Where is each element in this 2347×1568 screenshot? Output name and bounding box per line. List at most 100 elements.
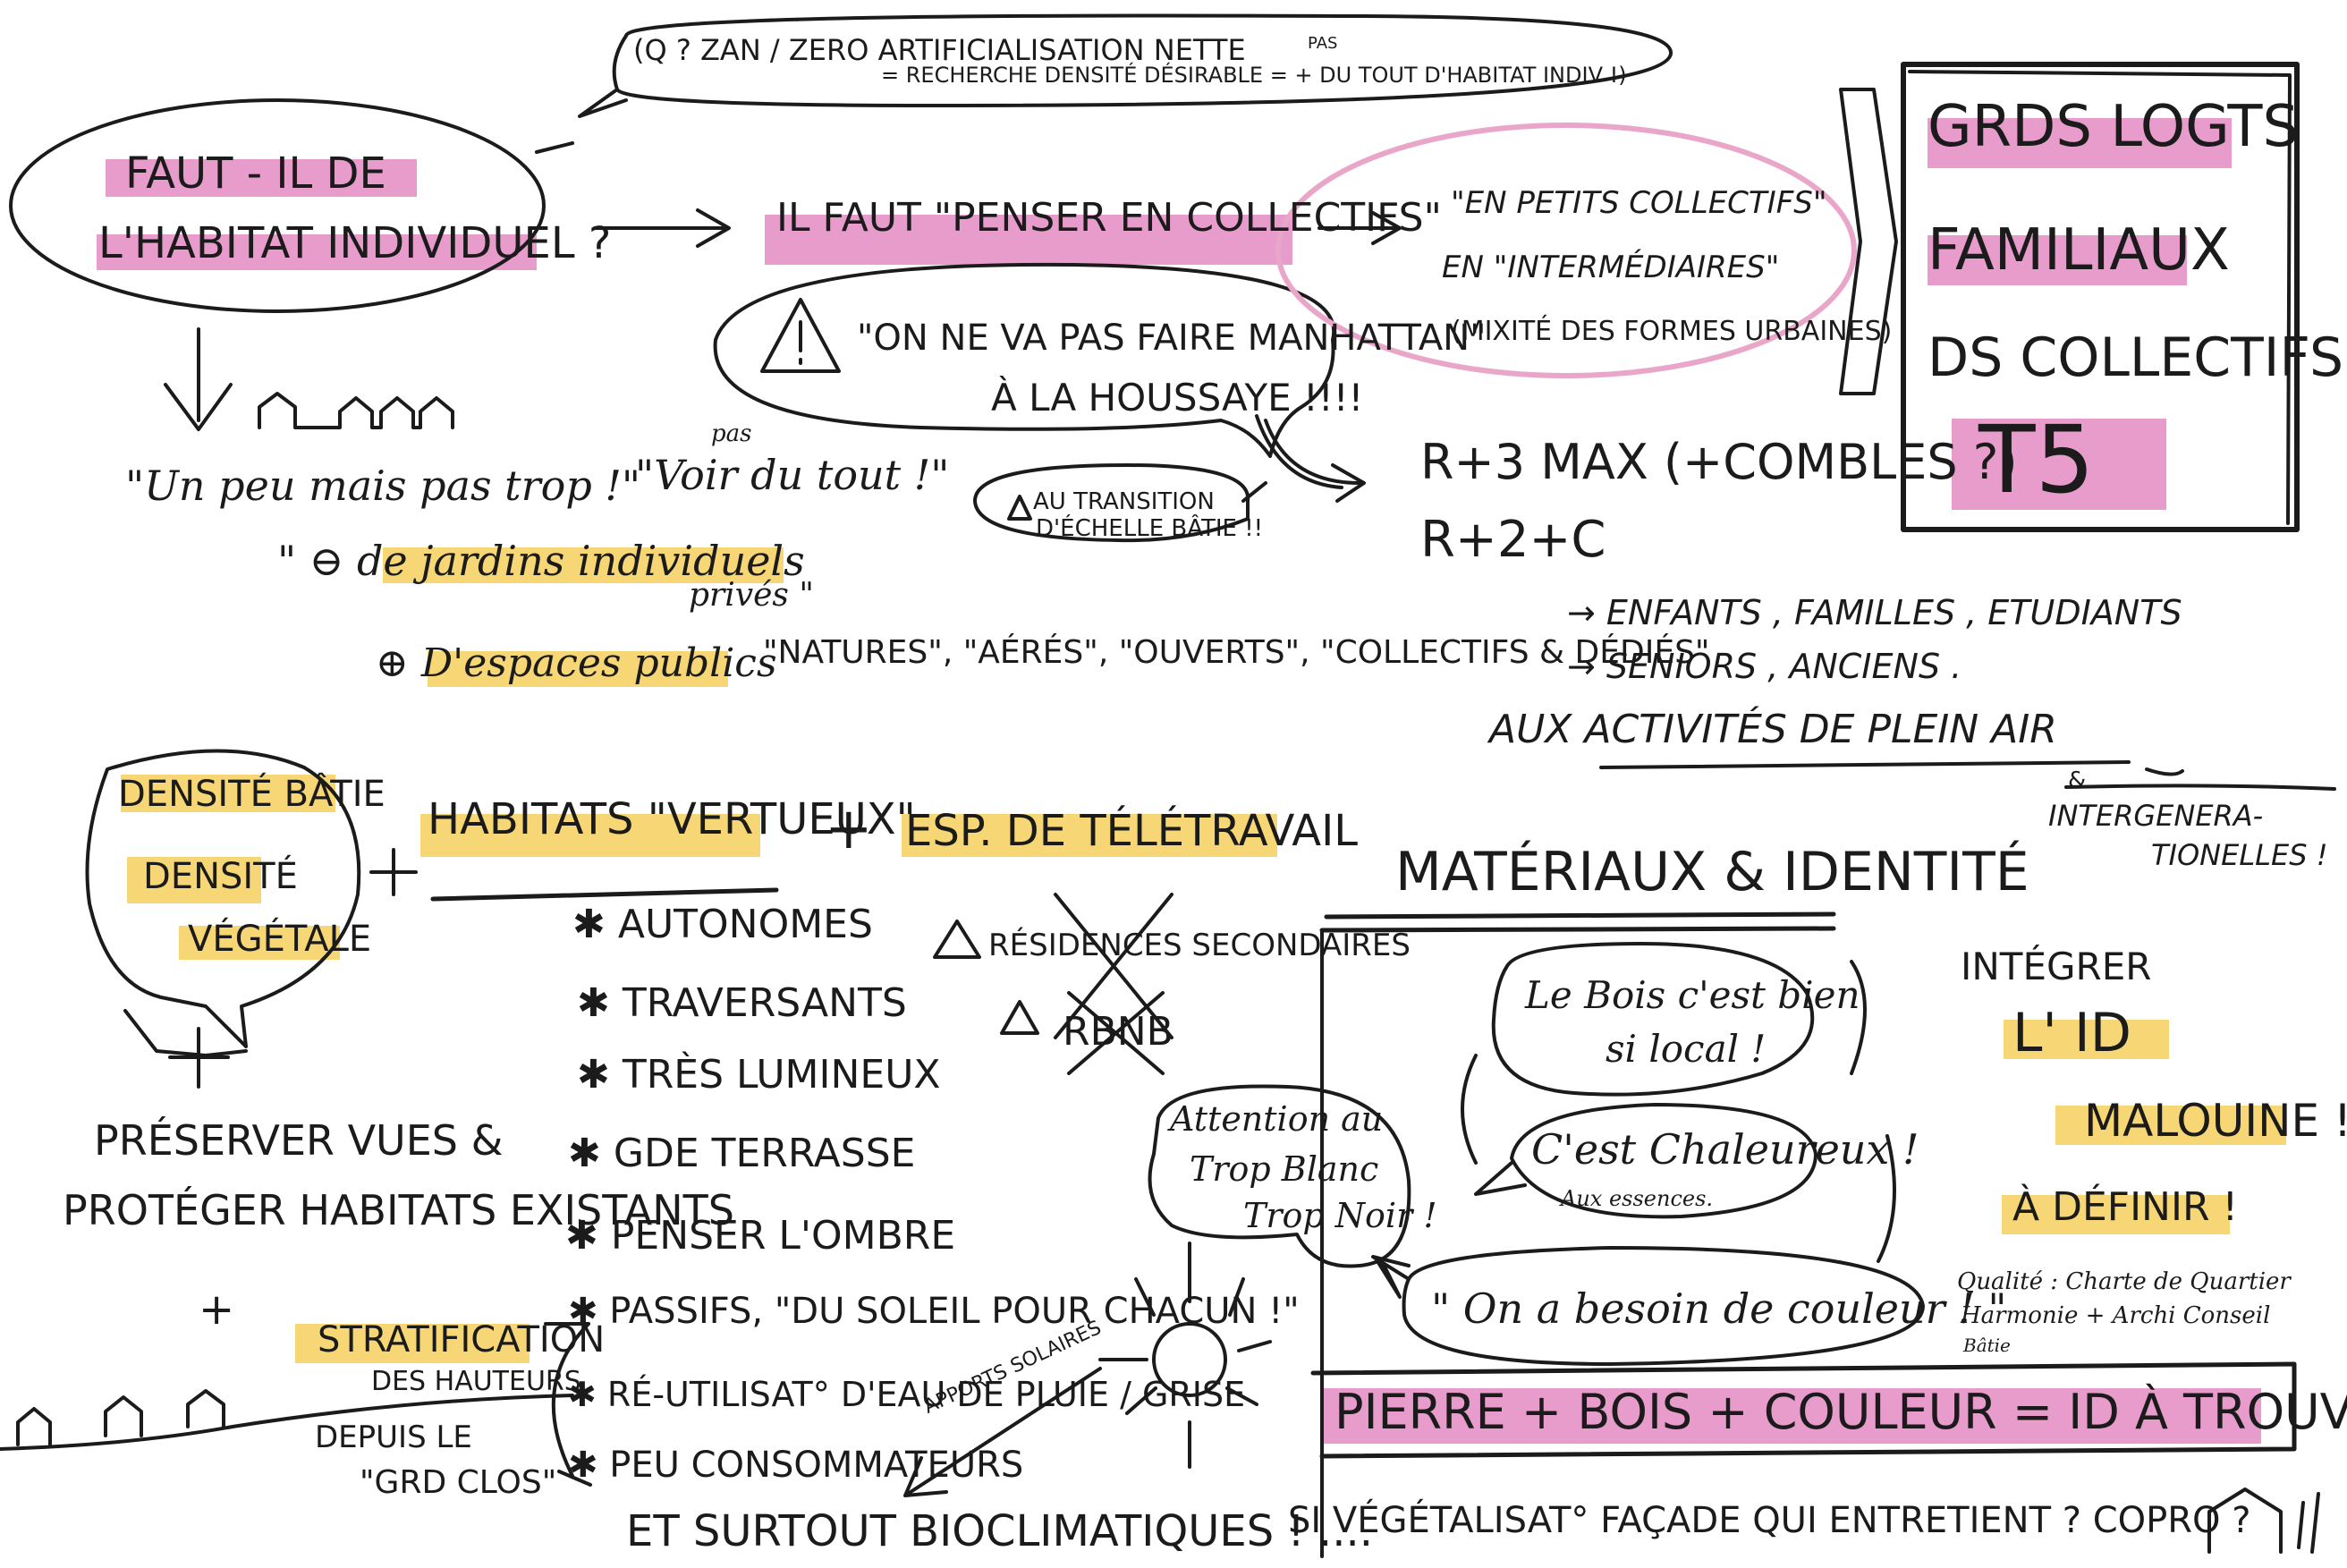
bullet-3: ✱ TRÈS LUMINEUX — [577, 1052, 941, 1098]
highlight-grds — [1928, 118, 2232, 168]
warning-bubble — [973, 463, 1267, 543]
materiaux-underline — [1319, 911, 1836, 933]
voir-pas: pas — [711, 420, 752, 447]
plein-air: AUX ACTIVITÉS DE PLEIN AIR — [1489, 707, 2057, 752]
un-peu-quote: "Un peu mais pas trop !" — [125, 462, 641, 510]
densite: DENSITÉ — [143, 856, 298, 897]
intergen-line-1: INTERGENERA- — [2048, 799, 2264, 833]
bois-bubble — [1491, 942, 1867, 1097]
des-hauteurs: DES HAUTEURS — [371, 1366, 581, 1397]
mixite-formes: (MIXITÉ DES FORMES URBAINES) — [1451, 316, 1893, 347]
penser-collectifs: IL FAUT "PENSER EN COLLECTIFS" — [776, 195, 1442, 241]
densite-batie: DENSITÉ BÂTIE — [118, 774, 386, 815]
transition-line-2: D'ÉCHELLE BÂTIE !! — [1036, 515, 1264, 542]
natures-list: "NATURES", "AÉRÉS", "OUVERTS", "COLLECTI… — [763, 634, 1710, 671]
id-label: L' ID — [2012, 1002, 2131, 1064]
intergen-line-2: TIONELLES ! — [2151, 838, 2328, 872]
voir-du-tout-quote: "Voir du tout !" — [635, 451, 950, 499]
highlight-vegetale — [179, 926, 340, 960]
arrow-down-left — [164, 327, 233, 431]
teletravail: ESP. DE TÉLÉTRAVAIL — [905, 806, 1359, 856]
grds-logts-line-2: FAMILIAUX — [1928, 217, 2230, 284]
vegetale: VÉGÉTALE — [188, 919, 372, 960]
enfants-familles: → ENFANTS , FAMILLES , ETUDIANTS — [1567, 593, 2182, 632]
highlight-densite-batie — [121, 775, 335, 812]
integrer: INTÉGRER — [1961, 945, 2152, 988]
highlight-jardins — [383, 547, 784, 583]
bullet-2: ✱ TRAVERSANTS — [577, 980, 907, 1026]
preserver-line-2: PROTÉGER HABITATS EXISTANTS — [63, 1186, 734, 1234]
big-arrow-right — [1839, 88, 1898, 395]
attention-line-1: Attention au — [1170, 1099, 1384, 1139]
pierre-bois-couleur: PIERRE + BOIS + COULEUR = ID À TROUVER ! — [1334, 1384, 2347, 1440]
houses-sketch-bottom — [0, 1389, 574, 1451]
bois-line-2: si local ! — [1606, 1027, 1767, 1071]
qualite-line-2: Harmonie + Archi Conseil — [1961, 1302, 2271, 1329]
highlight-teletravail — [902, 814, 1277, 857]
house-sketch-corner — [2207, 1487, 2320, 1554]
chaleureux: C'est Chaleureux ! — [1531, 1125, 1919, 1174]
bois-line-1: Le Bois c'est bien — [1525, 973, 1860, 1017]
depuis-le: DEPUIS LE — [315, 1420, 472, 1455]
r3-max: R+3 MAX (+COMBLES ?) — [1420, 434, 2018, 490]
preserver-line-1: PRÉSERVER VUES & — [94, 1116, 504, 1165]
bracket-plus — [168, 1027, 230, 1089]
question-line-2: = RECHERCHE DENSITÉ DÉSIRABLE = + DU TOU… — [881, 63, 1627, 88]
pink-circle — [1275, 123, 1857, 378]
warning-icon-main — [760, 298, 841, 373]
chaleureux-bubble — [1474, 1103, 1817, 1219]
highlight-id — [2004, 1020, 2169, 1059]
arrow-to-collectifs — [593, 208, 731, 248]
plus-left: + — [199, 1284, 235, 1335]
t5-label: T5 — [1978, 405, 2095, 514]
highlight-habitats — [420, 814, 760, 857]
jardins-prives: privés " — [689, 577, 814, 614]
highlight-habitat-individuel — [97, 234, 537, 270]
grds-logts-line-3: DS COLLECTIFS — [1928, 326, 2344, 389]
sun-sketch — [1152, 1322, 1227, 1397]
arrow-to-petits — [1318, 211, 1402, 245]
bullet-6: ✱ PASSIFS, "DU SOLEIL POUR CHACUN !" — [568, 1291, 1300, 1332]
question-bubble — [578, 13, 1673, 118]
intermediaires: EN "INTERMÉDIAIRES" — [1442, 250, 1780, 285]
highlight-t5 — [1952, 419, 2166, 510]
seniors-anciens: → SENIORS , ANCIENS . — [1567, 647, 1962, 686]
a-definir: À DÉFINIR ! — [2012, 1184, 2239, 1230]
bullet-5: ✱ PENSER L'OMBRE — [565, 1213, 956, 1259]
highlight-pierre — [1322, 1388, 2261, 1444]
manhattan-line-1: "ON NE VA PAS FAIRE MANHATTAN" — [857, 318, 1487, 359]
attention-bubble — [1148, 1084, 1411, 1299]
highlight-densite — [127, 857, 261, 903]
bullet-1: ✱ AUTONOMES — [572, 902, 873, 947]
cross-rbnb — [1067, 991, 1165, 1075]
main-question-line-2: L'HABITAT INDIVIDUEL ? — [98, 218, 612, 268]
highlight-espaces — [428, 651, 728, 687]
residences-secondaires: RÉSIDENCES SECONDAIRES — [988, 928, 1411, 963]
stratification: STRATIFICATION — [318, 1319, 606, 1360]
densite-bubble — [85, 749, 361, 1048]
bullet-7: ✱ RÉ-UTILISAT° D'EAU DE PLUIE / GRISE — [568, 1375, 1246, 1414]
besoin-couleur: " On a besoin de couleur ! " — [1431, 1284, 2007, 1333]
materiaux-identite: MATÉRIAUX & IDENTITÉ — [1395, 841, 2029, 903]
si-vegetalisation: SI VÉGÉTALISAT° FAÇADE QUI ENTRETIENT ? … — [1288, 1500, 2251, 1541]
rbnb: RBNB — [1063, 1009, 1174, 1055]
grds-logts-frame — [1901, 62, 2300, 532]
attention-line-3: Trop Noir ! — [1243, 1196, 1437, 1235]
question-line-1: (Q ? ZAN / ZERO ARTIFICIALISATION NETTE — [633, 33, 1246, 67]
qualite-line-3: Bâtie — [1963, 1335, 2011, 1356]
manhattan-bubble — [713, 262, 1336, 458]
petits-collectifs: "EN PETITS COLLECTIFS" — [1451, 185, 1827, 221]
highlight-malouine — [2055, 1106, 2286, 1145]
jardins-individuels: " ⊖ de jardins individuels — [277, 537, 805, 585]
couleur-bubble — [1371, 1246, 1925, 1366]
bioclimatiques: ET SURTOUT BIOCLIMATIQUES ! .... — [626, 1506, 1373, 1556]
habitats-vertueux: HABITATS "VERTUEUX" — [428, 794, 916, 844]
highlight-stratification — [295, 1324, 530, 1363]
cross-residences — [1054, 893, 1174, 1039]
plus-sign-1: + — [825, 796, 873, 862]
transition-line-1: AU TRANSITION — [1033, 488, 1215, 515]
question-pas: PAS — [1308, 34, 1338, 53]
aux-essences: Aux essences. — [1561, 1186, 1714, 1211]
